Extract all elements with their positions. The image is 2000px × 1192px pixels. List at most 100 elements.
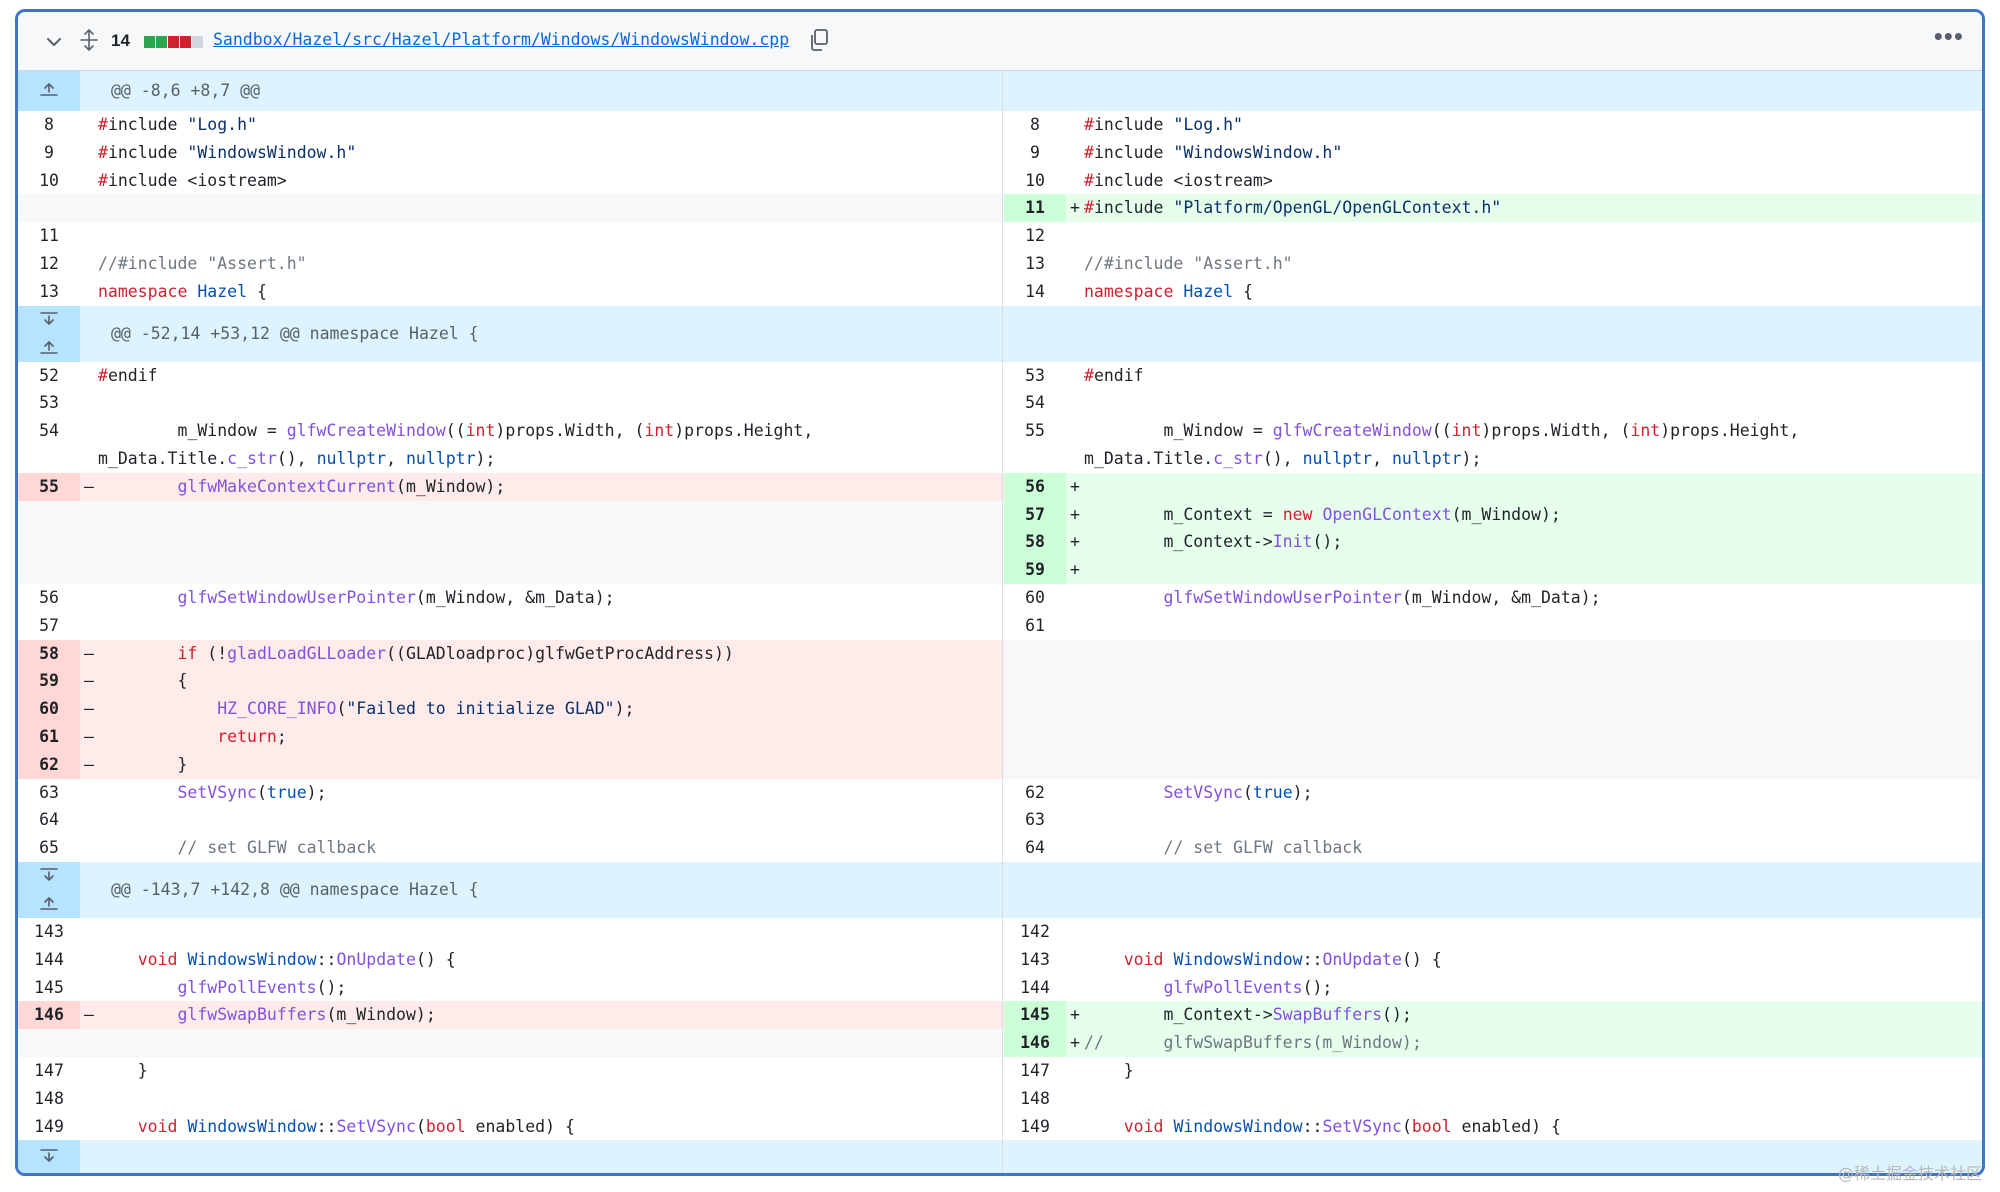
- expand-down-icon[interactable]: [38, 311, 60, 327]
- diff-table: @@ -8,6 +8,7 @@8#include "Log.h"8#includ…: [18, 71, 1982, 1173]
- chevron-down-icon[interactable]: [44, 32, 64, 52]
- new-line-number: 14: [1025, 281, 1045, 301]
- new-code-line: // glfwSwapBuffers(m_Window);: [1084, 1029, 1982, 1057]
- expand-up-icon[interactable]: [38, 81, 60, 97]
- hunk-header[interactable]: @@ -143,7 +142,8 @@ namespace Hazel {: [18, 861, 1982, 918]
- expand-up-icon[interactable]: [38, 895, 60, 911]
- old-code-line: glfwSwapBuffers(m_Window);: [98, 1001, 1004, 1030]
- old-code-line: #endif: [98, 365, 158, 385]
- old-code-line: glfwSetWindowUserPointer(m_Window, &m_Da…: [177, 587, 615, 607]
- old-code-line: }: [98, 750, 1004, 779]
- new-code-line: [1084, 1085, 1982, 1113]
- hunk-header[interactable]: [18, 1140, 1982, 1173]
- old-line-number: 65: [39, 838, 59, 858]
- diffstat-block: [180, 36, 191, 48]
- expand-gutter[interactable]: [18, 1140, 80, 1173]
- new-code-line: [1084, 722, 1982, 751]
- old-line-number: 149: [34, 1116, 64, 1136]
- new-marker: [1066, 946, 1084, 974]
- old-marker: [80, 612, 98, 640]
- hunk-header[interactable]: @@ -52,14 +53,12 @@ namespace Hazel {: [18, 305, 1982, 362]
- diffstat-block: [168, 36, 179, 48]
- old-line-number: 62: [18, 750, 80, 779]
- diffstat-blocks: [144, 36, 203, 48]
- old-marker: [80, 417, 98, 445]
- old-marker: –: [80, 1001, 98, 1030]
- old-marker: [80, 946, 98, 974]
- new-marker: +: [1066, 472, 1084, 501]
- new-marker: [1066, 1057, 1084, 1085]
- expand-down-icon[interactable]: [38, 867, 60, 883]
- old-code-line: [98, 528, 1004, 557]
- new-code-line: [1084, 806, 1982, 834]
- new-code-line: m_Window = glfwCreateWindow((int)props.W…: [1084, 421, 1800, 441]
- old-code-line: [98, 500, 1004, 529]
- old-marker: –: [80, 750, 98, 779]
- old-marker: [80, 556, 98, 584]
- old-marker: [80, 389, 98, 417]
- new-code-line: glfwSetWindowUserPointer(m_Window, &m_Da…: [1163, 587, 1601, 607]
- old-marker: [80, 918, 98, 946]
- old-line-number: 63: [39, 782, 59, 802]
- old-code-line: namespace Hazel {: [98, 281, 267, 301]
- old-marker: [80, 528, 98, 557]
- expand-up-icon[interactable]: [38, 339, 60, 355]
- new-line-number: 63: [1025, 810, 1045, 830]
- new-line-number: 142: [1020, 921, 1050, 941]
- new-line-number: 10: [1025, 170, 1045, 190]
- new-line-number: 146: [1004, 1029, 1066, 1057]
- new-code-line: void WindowsWindow::OnUpdate() {: [1123, 949, 1442, 969]
- hunk-text: @@ -52,14 +53,12 @@ namespace Hazel {: [111, 323, 479, 343]
- old-code-line: }: [98, 1060, 148, 1080]
- new-marker: [1066, 834, 1084, 862]
- old-marker: [80, 779, 98, 807]
- diff-row: 149 void WindowsWindow::SetVSync(bool en…: [18, 1113, 1982, 1141]
- old-marker: [80, 111, 98, 139]
- new-code-line: m_Data.Title.c_str(), nullptr, nullptr);: [1084, 448, 1482, 468]
- expand-all-icon[interactable]: [78, 28, 100, 52]
- diffstat-block: [192, 36, 203, 48]
- changes-count: 14: [111, 31, 130, 50]
- copy-icon[interactable]: [808, 28, 830, 52]
- expand-gutter[interactable]: [18, 305, 80, 362]
- old-code-line: [98, 389, 1004, 417]
- new-marker: [1066, 1113, 1084, 1141]
- old-marker: [80, 167, 98, 195]
- old-line-number: [18, 500, 80, 529]
- old-marker: [80, 1113, 98, 1141]
- new-line-number: 61: [1025, 615, 1045, 635]
- new-marker: [1066, 750, 1084, 779]
- new-code-line: [1084, 639, 1982, 668]
- new-line-number: [1004, 667, 1066, 696]
- old-code-line: m_Window = glfwCreateWindow((int)props.W…: [98, 421, 814, 441]
- new-code-line: #include "WindowsWindow.h": [1084, 142, 1343, 162]
- new-code-line: SetVSync(true);: [1163, 782, 1313, 802]
- new-code-line: [1084, 667, 1982, 696]
- new-code-line: [1084, 472, 1982, 501]
- new-code-line: [1084, 918, 1982, 946]
- old-code-line: [98, 612, 1004, 640]
- expand-gutter[interactable]: [18, 861, 80, 918]
- new-marker: [1066, 667, 1084, 696]
- hunk-header[interactable]: @@ -8,6 +8,7 @@: [18, 71, 1982, 111]
- new-line-number: 8: [1030, 115, 1040, 134]
- old-marker: –: [80, 472, 98, 501]
- diff-row: 9#include "WindowsWindow.h"9#include "Wi…: [18, 139, 1982, 167]
- new-line-number: [1004, 445, 1066, 473]
- old-line-number: 8: [44, 115, 54, 134]
- expand-down-icon[interactable]: [38, 1148, 60, 1164]
- old-code-line: void WindowsWindow::SetVSync(bool enable…: [137, 1116, 575, 1136]
- more-options-button[interactable]: •••: [1933, 21, 1964, 51]
- diff-row: 146– glfwSwapBuffers(m_Window);145+ m_Co…: [18, 1001, 1982, 1030]
- diff-row: 58– if (!gladLoadGLLoader((GLADloadproc)…: [18, 639, 1982, 668]
- diff-row: 63 SetVSync(true);62 SetVSync(true);: [18, 779, 1982, 807]
- old-line-number: 54: [39, 421, 59, 441]
- old-line-number: 145: [34, 977, 64, 997]
- expand-gutter[interactable]: [18, 71, 80, 111]
- file-path-link[interactable]: Sandbox/Hazel/src/Hazel/Platform/Windows…: [213, 30, 790, 49]
